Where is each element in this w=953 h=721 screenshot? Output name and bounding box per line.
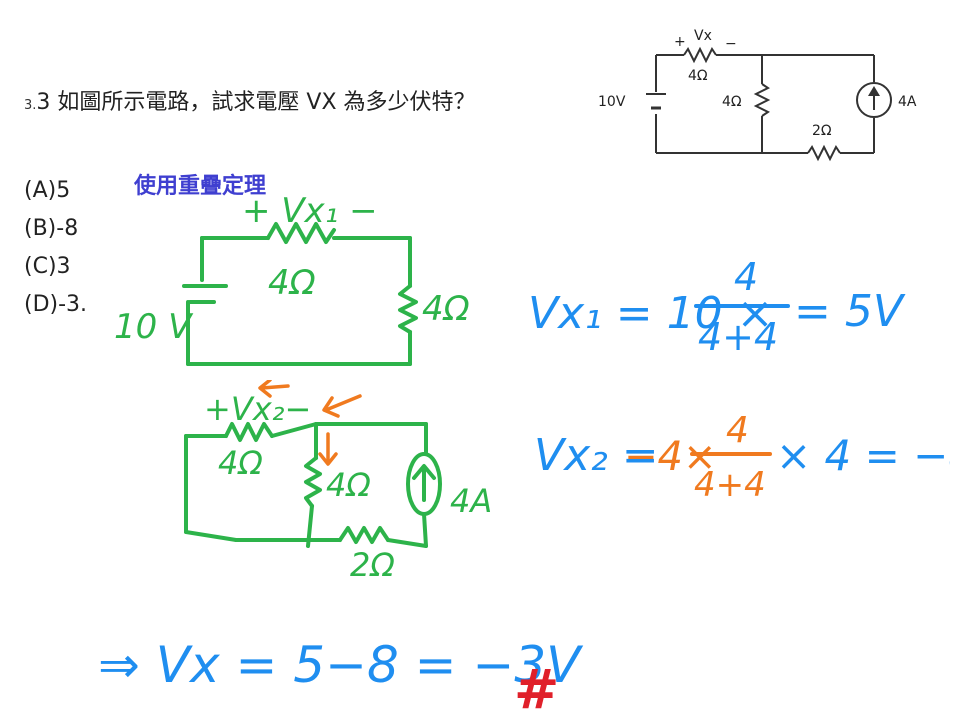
question: 3.3 如圖所示電路，試求電壓 VX 為多少伏特？	[24, 84, 476, 116]
equation-1: Vx₁ = 10 × 4 4+4 = 5V	[528, 255, 906, 359]
arrow-up-icon	[868, 86, 880, 96]
eq1-denominator: 4+4	[698, 315, 778, 359]
sketch-circuit-1: + Vx₁ − 4Ω 4Ω 10 V	[114, 191, 470, 366]
sketch-circuit-2: +Vx₂− 4Ω 4Ω 2Ω 4A	[184, 380, 492, 580]
printed-circuit: + Vx − 4Ω 10V 4Ω 2Ω 4A	[598, 28, 917, 162]
sketch2-r-bottom: 2Ω	[350, 546, 395, 580]
printed-plus: +	[674, 34, 686, 50]
eq2-numerator: 4	[726, 410, 749, 451]
printed-source-label: 10V	[598, 94, 626, 110]
printed-r-bottom: 2Ω	[812, 123, 832, 139]
sketch1-vx-label: + Vx₁ −	[242, 191, 378, 231]
printed-current-source: 4A	[898, 94, 917, 110]
final-result: ⇒ Vx = 5−8 = −3V #	[98, 636, 584, 720]
question-number: 3.	[24, 98, 37, 113]
printed-r-top: 4Ω	[688, 68, 708, 84]
options-list: (A)5 (B)-8 (C)3 (D)-3.	[24, 172, 87, 324]
method-label: 使用重疊定理	[134, 174, 267, 199]
final-equation: ⇒ Vx = 5−8 = −3V	[98, 636, 584, 694]
sketch1-source-label: 10 V	[114, 307, 194, 347]
equation-2: Vx₂ = −4× 4 4+4 × 4 = −8V	[534, 410, 950, 505]
sketch2-r-mid: 4Ω	[326, 466, 371, 504]
printed-vx-label: Vx	[694, 28, 712, 44]
eq1-numerator: 4	[734, 255, 758, 299]
eq2-left: Vx₂ =	[534, 430, 659, 481]
sketch1-r-right: 4Ω	[422, 289, 470, 329]
eq2-right: × 4 = −8V	[776, 431, 950, 480]
sketch2-vx-label: +Vx₂−	[204, 390, 311, 428]
option-d: (D)-3.	[24, 292, 88, 317]
final-mark: #	[514, 658, 559, 720]
option-c: (C)3	[24, 254, 71, 279]
option-b: (B)-8	[24, 216, 79, 241]
printed-minus: −	[725, 36, 737, 52]
sketch2-r-top: 4Ω	[218, 444, 263, 482]
question-text: 3 如圖所示電路，試求電壓 VX 為多少伏特？	[36, 90, 476, 115]
option-a: (A)5	[24, 178, 71, 203]
sketch1-r-top: 4Ω	[268, 263, 316, 303]
printed-r-mid: 4Ω	[722, 94, 742, 110]
sketch2-current-source: 4A	[450, 482, 492, 520]
eq1-left: Vx₁ = 10 ×	[528, 288, 773, 339]
eq2-factor: −4×	[624, 434, 716, 480]
eq1-right: = 5V	[794, 286, 906, 337]
eq2-denominator: 4+4	[694, 465, 766, 505]
